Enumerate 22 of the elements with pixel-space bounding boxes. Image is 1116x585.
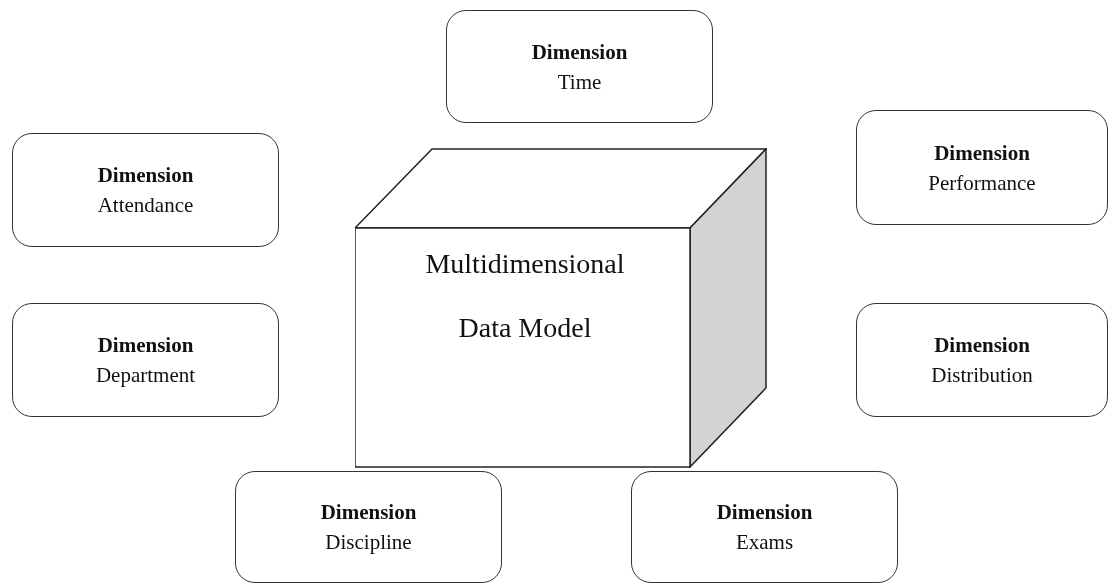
dimension-box: [856, 110, 1108, 225]
dimension-box: [235, 471, 502, 583]
box-heading: Dimension: [934, 139, 1030, 167]
dimension-box: [446, 10, 713, 123]
box-label: Department: [95, 362, 196, 389]
box-label: Discipline: [325, 529, 412, 556]
dimension-box: [856, 303, 1108, 417]
box-label: Attendance: [97, 192, 194, 219]
box-heading: Dimension: [716, 499, 813, 526]
box-label: Performance: [928, 169, 1036, 197]
box-heading: Dimension: [97, 162, 194, 189]
box-heading: Dimension: [934, 332, 1030, 359]
box-heading: Dimension: [320, 499, 417, 526]
dimension-box: [12, 303, 279, 417]
box-heading: Dimension: [97, 332, 194, 359]
dimension-box: [631, 471, 898, 583]
dimension-box: [12, 133, 279, 247]
box-label: Time: [557, 68, 602, 96]
box-label: Exams: [735, 529, 794, 556]
box-label: Distribution: [931, 362, 1033, 389]
box-heading: Dimension: [531, 38, 628, 66]
cube-label: Multidimensional Data Model: [424, 247, 626, 345]
